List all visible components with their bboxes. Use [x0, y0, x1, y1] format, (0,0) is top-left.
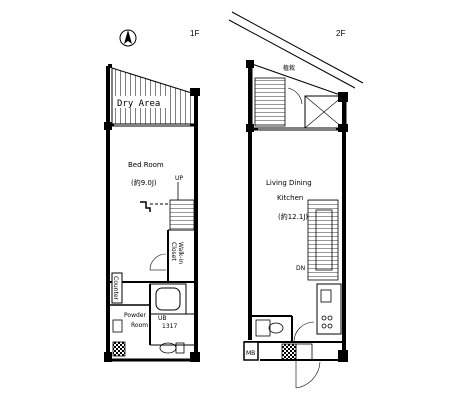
- second-floor: 植栽 Living Dining Kitchen (約12.1J) DN: [228, 11, 364, 389]
- first-floor: Dry Area Bed Room (約9.0J) UP Walk-in Clo…: [104, 64, 200, 362]
- ub-label-1: UB: [158, 315, 167, 322]
- bed-room-label: Bed Room: [128, 161, 164, 169]
- floor-label-1f: 1F: [190, 29, 199, 38]
- ldk-size: (約12.1J): [278, 212, 308, 221]
- stairs-down-label: DN: [296, 265, 305, 272]
- closet-label-1: Walk-in: [177, 242, 184, 264]
- powder-room-label-1: Powder: [124, 312, 146, 319]
- stairs-up-label: UP: [175, 175, 183, 182]
- ldk-label-2: Kitchen: [277, 194, 303, 202]
- north-arrow-icon: [119, 29, 137, 47]
- planting-label: 植栽: [283, 64, 295, 72]
- ub-label-2: 1317: [162, 323, 177, 330]
- closet-label-2: Closet: [170, 242, 177, 261]
- dry-area-label: Dry Area: [117, 99, 160, 109]
- bed-room-size: (約9.0J): [131, 178, 157, 187]
- ldk-label-1: Living Dining: [266, 179, 312, 187]
- floor-label-2f: 2F: [336, 29, 345, 38]
- counter-label: Counter: [112, 276, 119, 301]
- mb-label: MB: [246, 350, 255, 357]
- powder-room-label-2: Room: [131, 322, 148, 329]
